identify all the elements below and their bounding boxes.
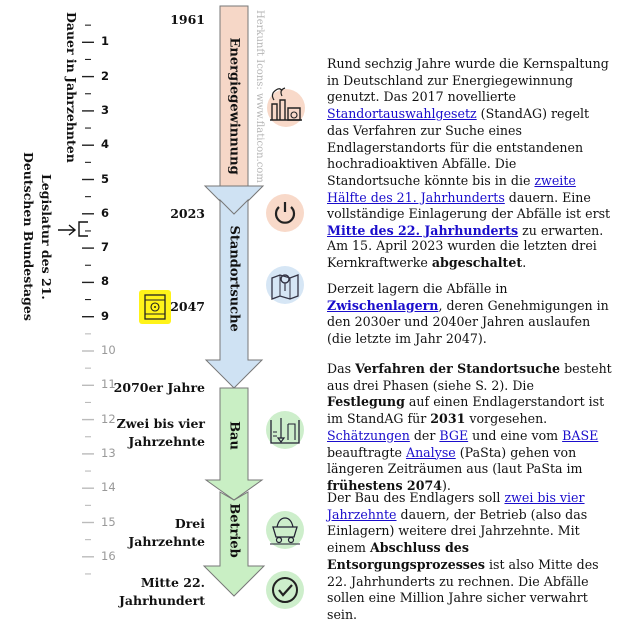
link-zwei-bis-vier[interactable]: zwei bis vier Jahrzehnte (327, 490, 585, 522)
tick-label: 5 (101, 171, 110, 186)
phase-label-operation: Betrieb (226, 503, 242, 558)
link-mitte-22-jh[interactable]: Mitte des 22. Jahrhunderts (327, 223, 519, 239)
check-circle-icon (266, 571, 304, 609)
mining-cart-icon (266, 511, 304, 549)
link-schaetzungen[interactable]: Schätzungen (327, 427, 410, 443)
nuclear-plant-icon (267, 87, 305, 127)
text-paragraph-2: Am 15. April 2023 wurden die letzten dre… (327, 238, 597, 270)
tick-label: 14 (101, 480, 116, 495)
tick-label: 6 (101, 205, 110, 220)
phase-label-energy: Energiegewinnung (226, 37, 242, 175)
tick-label: 2 (101, 68, 110, 83)
text-paragraph-3: Derzeit lagern die Abfälle in Zwischenla… (327, 281, 609, 347)
construction-icon (266, 411, 304, 449)
phase-energy-bar (219, 5, 249, 187)
link-zwischenlagern[interactable]: Zwischenlagern (327, 297, 439, 313)
tick-label: 4 (101, 137, 110, 152)
link-standortauswahlgesetz[interactable]: Standortauswahlgesetz (327, 106, 477, 122)
link-zweite-haelfte[interactable]: zweite Hälfte des 21. Jahrhunderts (327, 172, 576, 205)
axis-title: Dauer in Jahrzehnten (64, 12, 79, 163)
label-build-duration: Zwei bis vier Jahrzehnte (116, 416, 205, 449)
tick-label: 10 (101, 343, 116, 357)
tick-label: 3 (101, 102, 110, 117)
tick-label: 13 (101, 445, 116, 460)
label-operation-duration: Drei Jahrzehnte (128, 516, 205, 549)
label-2047: 2047 (170, 299, 205, 314)
text-paragraph-4: Das Verfahren der Standortsuche besteht … (327, 361, 612, 493)
icon-credit: Herkunft Icons: www.flaticon.com (254, 10, 265, 183)
legislatur-label-line1: Legislatur des 21. (39, 174, 54, 300)
text-paragraph-1: Rund sechzig Jahre wurde die Kernspaltun… (327, 56, 611, 239)
phase-search-arrow (203, 185, 265, 216)
link-analyse[interactable]: Analyse (405, 444, 456, 460)
link-bge[interactable]: BGE (439, 427, 469, 443)
tick-label: 8 (101, 274, 110, 289)
tick-label: 9 (101, 308, 110, 323)
label-1961: 1961 (170, 12, 205, 27)
text-paragraph-5: Der Bau des Endlagers soll zwei bis vier… (327, 490, 599, 622)
phase-label-search: Standortsuche (226, 225, 242, 332)
phase-search-body (204, 198, 264, 389)
tick-label: 1 (101, 34, 110, 49)
label-2023: 2023 (170, 206, 205, 221)
axis-ticks (82, 24, 94, 575)
tick-label: 16 (101, 548, 116, 563)
phase-build-body (204, 387, 264, 501)
phase-operation-body (202, 491, 266, 597)
phase-label-build: Bau (226, 421, 242, 450)
tick-label: 11 (101, 377, 116, 392)
label-2070: 2070er Jahre (113, 380, 205, 395)
tick-label: 15 (101, 514, 116, 529)
legislatur-label-line2: Deutschen Bundestages (21, 152, 36, 321)
map-icon (266, 266, 304, 304)
power-off-icon (266, 194, 304, 232)
tick-label: 7 (101, 240, 110, 255)
radioactive-waste-icon (139, 290, 171, 324)
label-end: Mitte 22. Jahrhundert (118, 575, 205, 608)
tick-label: 12 (101, 411, 116, 426)
link-base[interactable]: BASE (562, 427, 599, 443)
legislatur-bracket (78, 221, 88, 237)
legislatur-arrow (58, 224, 77, 236)
